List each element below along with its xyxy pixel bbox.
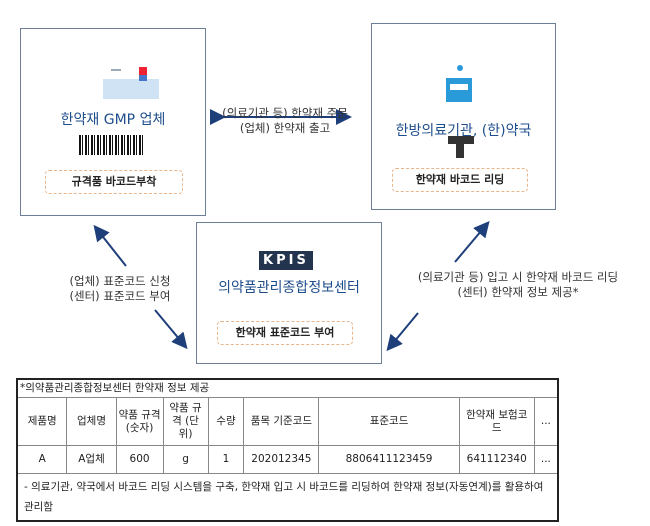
cell: A [16,445,68,474]
barcode-scanner-icon [448,136,474,158]
cell: A업체 [66,445,117,474]
barcode-icon [79,135,145,155]
arrow-to-clinic [454,220,490,263]
header-cell: 약품 규격 (단위) [162,397,209,446]
arrow-from-clinic-to-center [386,312,419,352]
edge-label-top: (의료기관 등) 한약재 주문(업체) 한약재 출고 [200,106,370,136]
arrow-to-gmp [93,224,127,267]
edge-label-right: (의료기관 등) 입고 시 한약재 바코드 리딩(센터) 한약재 정보 제공* [388,270,648,300]
hospital-icon [446,65,472,102]
cell: g [162,445,209,474]
edge-top-line1: (의료기관 등) 한약재 주문 [222,106,348,120]
edge-label-left: (업체) 표준코드 신청(센터) 표준코드 부여 [50,274,190,304]
edge-left-line1: (업체) 표준코드 신청 [69,274,171,288]
header-cell: 제품명 [16,397,68,446]
clinic-title: 한방의료기관, (한)약국 [395,123,532,139]
header-cell: ... [533,397,559,446]
table-row: A A업체 600 g 1 202012345 8806411123459 64… [16,445,559,474]
cell: 202012345 [243,445,320,474]
arrows [93,109,490,352]
center-title: 의약품관리종합정보센터 [218,280,360,296]
center-tag: 한약재 표준코드 부여 [217,321,353,345]
header-cell: 업체명 [66,397,117,446]
header-cell: 수량 [207,397,245,446]
header-cell: 품목 기준코드 [243,397,320,446]
arrow-to-center [154,309,188,350]
gmp-node: 한약재 GMP 업체 규격품 바코드부착 [20,28,206,216]
header-cell: 한약재 보험코드 [458,397,535,446]
cell: 600 [115,445,164,474]
cell: 8806411123459 [318,445,460,474]
center-node: KPIS 의약품관리종합정보센터 한약재 표준코드 부여 [196,222,382,364]
gmp-tag: 규격품 바코드부착 [45,170,183,194]
cell: ... [533,445,559,474]
edge-top-line2: (업체) 한약재 출고 [239,121,331,135]
cell: 641112340 [458,445,535,474]
table-title: *의약품관리종합정보센터 한약재 정보 제공 [16,378,559,398]
kpis-logo: KPIS [259,251,313,270]
table-header-row: 제품명 업체명 약품 규격 (숫자) 약품 규격 (단위) 수량 품목 기준코드… [16,397,559,446]
table-note: - 의료기관, 약국에서 바코드 리딩 시스템을 구축, 한약재 입고 시 바코… [16,473,559,522]
header-cell: 약품 규격 (숫자) [115,397,164,446]
clinic-tag: 한약재 바코드 리딩 [392,168,528,192]
cell: 1 [207,445,245,474]
clinic-node: 한방의료기관, (한)약국 한약재 바코드 리딩 [371,23,556,210]
edge-right-line1: (의료기관 등) 입고 시 한약재 바코드 리딩 [417,270,619,284]
edge-right-line2: (센터) 한약재 정보 제공* [457,285,579,299]
gmp-title: 한약재 GMP 업체 [60,112,166,128]
edge-left-line2: (센터) 표준코드 부여 [69,289,171,303]
header-cell: 표준코드 [318,397,460,446]
info-table: *의약품관리종합정보센터 한약재 정보 제공 제품명 업체명 약품 규격 (숫자… [16,378,559,522]
factory-icon [103,67,159,99]
